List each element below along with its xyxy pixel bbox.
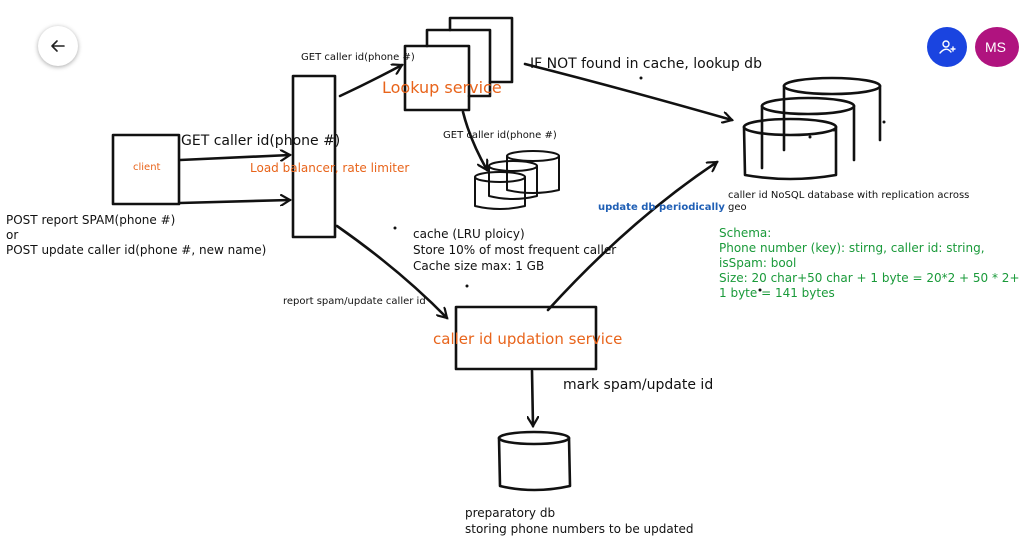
prep-db-line-2: storing phone numbers to be updated <box>465 522 694 536</box>
updation-service-label: caller id updation service <box>433 330 623 348</box>
arrow-client-to-lb-get <box>178 155 290 160</box>
schema-line-1: Phone number (key): stirng, caller id: s… <box>719 241 985 255</box>
load-balancer-box <box>291 74 337 239</box>
arrow-lookup-to-cache <box>461 110 487 170</box>
cache-cylinders <box>474 150 560 210</box>
get-to-lookup-label: GET caller id(phone #) <box>301 52 415 63</box>
person-add-icon <box>939 40 956 54</box>
client-box <box>111 133 181 206</box>
report-spam-label: report spam/update caller id <box>283 296 426 307</box>
arrow-updation-to-prepdb <box>532 369 533 426</box>
get-to-cache-label: GET caller id(phone #) <box>443 130 557 141</box>
load-balancer-label: Load balancer, rate limiter <box>250 161 410 175</box>
avatar[interactable]: MS <box>975 27 1019 67</box>
client-post-update: POST update caller id(phone #, new name) <box>6 243 267 257</box>
prep-db-line-1: preparatory db <box>465 506 556 520</box>
back-button[interactable] <box>38 26 78 66</box>
client-post-spam: POST report SPAM(phone #) <box>6 213 176 227</box>
arrow-lookup-to-db <box>523 62 732 120</box>
arrow-left-icon <box>51 40 65 52</box>
arrow-lb-to-updation <box>335 224 447 318</box>
share-button[interactable] <box>927 27 967 67</box>
update-db-periodically-label: update db periodically <box>598 202 725 213</box>
schema-line-3: Size: 20 char+50 char + 1 byte = 20*2 + … <box>719 271 1020 285</box>
arrow-updation-to-db <box>546 160 717 312</box>
schema-line-4: 1 byte = 141 bytes <box>719 286 835 300</box>
stray-dots <box>393 76 886 292</box>
cache-line-1: cache (LRU ploicy) <box>413 227 525 241</box>
cache-line-3: Cache size max: 1 GB <box>413 259 545 273</box>
client-post-or: or <box>6 228 19 242</box>
schema-line-2: isSpam: bool <box>719 256 797 270</box>
nosql-db-cylinders <box>742 76 882 181</box>
client-get-label: GET caller id(phone #) <box>181 133 341 149</box>
avatar-initials: MS <box>985 39 1006 55</box>
lookup-stack-3 <box>448 16 514 84</box>
preparatory-db-cylinder <box>497 430 572 492</box>
client-label: client <box>133 162 161 173</box>
lookup-stack-2 <box>425 28 492 98</box>
db-caption-2: geo <box>728 202 747 213</box>
cache-line-2: Store 10% of most frequent caller <box>413 243 617 257</box>
arrow-client-to-lb-post <box>178 200 290 203</box>
schema-title: Schema: <box>719 226 772 240</box>
arrow-lb-to-lookup <box>338 65 402 98</box>
db-caption-1: caller id NoSQL database with replicatio… <box>728 190 970 201</box>
lookup-service-label: Lookup service <box>382 78 502 97</box>
if-not-found-label: IF NOT found in cache, lookup db <box>530 56 762 72</box>
lookup-service-box <box>403 44 471 112</box>
updation-service-box <box>454 305 598 371</box>
mark-spam-label: mark spam/update id <box>563 377 714 393</box>
